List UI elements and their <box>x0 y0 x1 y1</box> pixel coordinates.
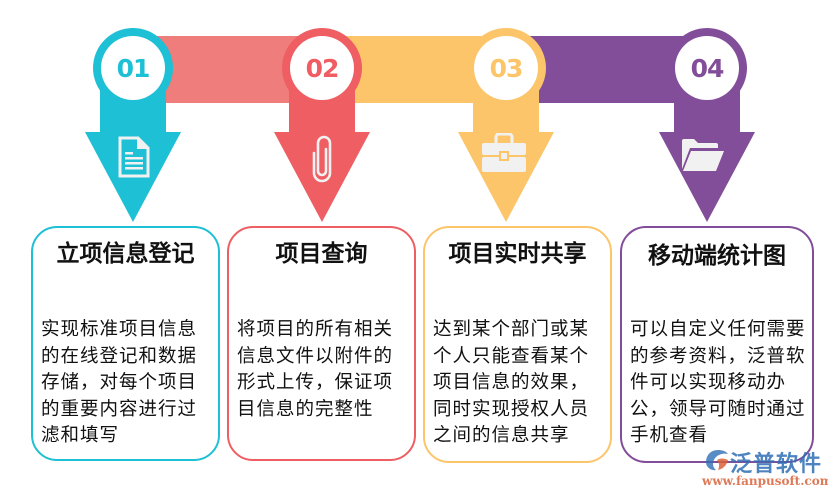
step-1-number: 01 <box>116 53 151 83</box>
paperclip-icon <box>312 135 332 183</box>
step-2-description: 将项目的所有相关信息文件以附件的形式上传，保证项目信息的完整性 <box>237 319 394 420</box>
step-4-number: 04 <box>690 53 725 83</box>
step-3-number-badge: 03 <box>474 36 538 100</box>
fanpu-logo-icon <box>706 450 728 471</box>
step-4-description: 可以自定义任何需要的参考资料，泛普软件可以实现移动办公，领导可随时通过手机查看 <box>630 319 806 446</box>
step-2-title: 项目查询 <box>275 241 368 267</box>
step-3-card: 项目实时共享 达到某个部门或某个人只能查看某个项目信息的效果，同时实现授权人员之… <box>423 226 612 463</box>
step-4-number-badge: 04 <box>675 36 739 100</box>
step-1-title: 立项信息登记 <box>56 241 195 267</box>
step-1-card: 立项信息登记 实现标准项目信息的在线登记和数据存储，对每个项目的重要内容进行过滤… <box>31 226 220 461</box>
document-icon <box>118 136 150 178</box>
step-2-number: 02 <box>305 53 340 83</box>
step-3-title: 项目实时共享 <box>448 241 587 267</box>
step-2-card: 项目查询 将项目的所有相关信息文件以附件的形式上传，保证项目信息的完整性 <box>227 226 416 461</box>
step-3-number: 03 <box>489 53 524 83</box>
step-2-number-badge: 02 <box>290 36 354 100</box>
step-3-description: 达到某个部门或某个人只能查看某个项目信息的效果，同时实现授权人员之间的信息共享 <box>433 319 590 446</box>
step-1-number-badge: 01 <box>101 36 165 100</box>
watermark: 泛普软件 www.fanpusoft.com <box>700 446 828 492</box>
step-1-description: 实现标准项目信息的在线登记和数据存储，对每个项目的重要内容进行过滤和填写 <box>41 319 198 446</box>
folder-open-icon <box>682 139 724 171</box>
step-4-title: 移动端统计图 <box>648 243 786 269</box>
watermark-url: www.fanpusoft.com <box>702 474 828 488</box>
step-4-card: 移动端统计图 可以自定义任何需要的参考资料，泛普软件可以实现移动办公，领导可随时… <box>620 226 814 463</box>
briefcase-icon <box>482 133 526 172</box>
watermark-brand: 泛普软件 <box>730 452 823 477</box>
